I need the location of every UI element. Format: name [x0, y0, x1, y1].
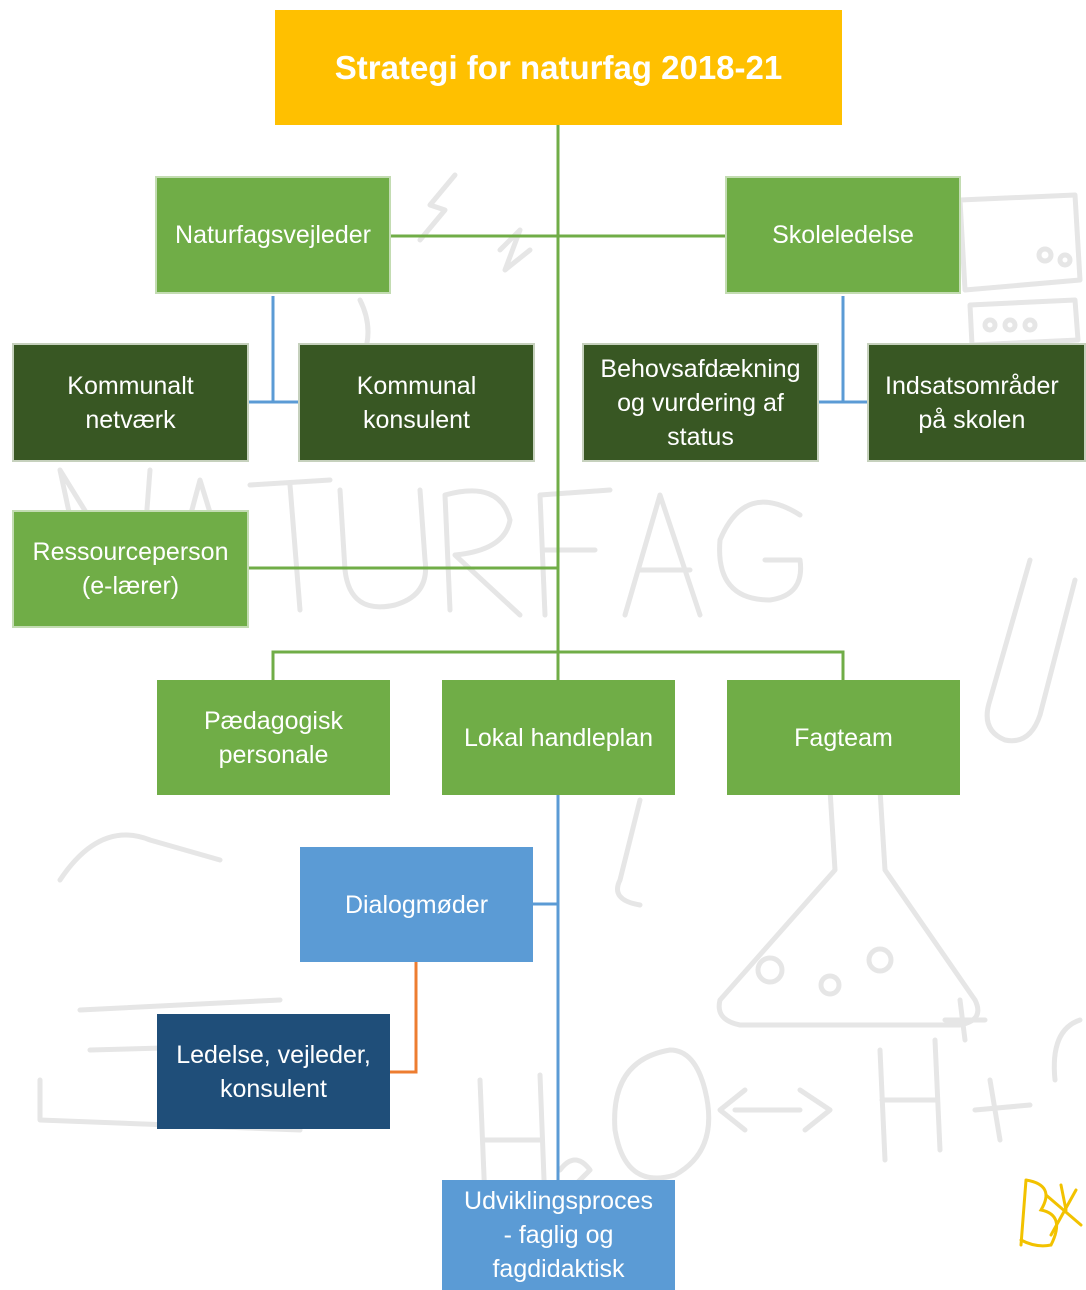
node-ressourceperson: Ressourceperson (e-lærer): [12, 510, 249, 628]
node-label: Pædagogisk personale: [204, 706, 343, 769]
node-fagteam: Fagteam: [727, 680, 960, 795]
node-behovsafdaekning: Behovsafdækning og vurdering af status: [582, 343, 819, 462]
node-label: Fagteam: [794, 723, 893, 752]
node-skoleledelse: Skoleledelse: [725, 176, 961, 294]
node-udviklingsproces: Udviklingsproces - faglig og fagdidaktis…: [442, 1180, 675, 1290]
dialog-child-connector: [390, 962, 418, 1074]
node-lokal-handleplan: Lokal handleplan: [442, 680, 675, 795]
node-label: Ressourceperson (e-lærer): [32, 538, 229, 600]
node-label: Dialogmøder: [344, 890, 489, 919]
node-kommunal-konsulent: Kommunal konsulent: [298, 343, 535, 462]
node-label: Kommunalt netværk: [67, 371, 194, 434]
node-label: Ledelse, vejleder, konsulent: [176, 1040, 371, 1103]
node-label: Udviklingsproces - faglig og fagdidaktis…: [464, 1187, 653, 1283]
title-text: Strategi for naturfag 2018-21: [334, 48, 783, 86]
node-dialogmoeder: Dialogmøder: [300, 847, 533, 962]
node-label: Lokal handleplan: [463, 723, 654, 752]
node-label: Naturfagsvejleder: [175, 221, 371, 249]
node-naturfagsvejleder: Naturfagsvejleder: [155, 176, 391, 294]
node-paedagogisk-personale: Pædagogisk personale: [157, 680, 390, 795]
node-indsatsomraader: Indsatsområder på skolen: [867, 343, 1086, 462]
node-label: Behovsafdækning og vurdering af status: [600, 354, 801, 451]
node-label: Kommunal konsulent: [356, 371, 477, 434]
title-box: Strategi for naturfag 2018-21: [275, 10, 842, 125]
signature-logo: [1019, 1178, 1083, 1248]
node-label: Indsatsområder på skolen: [885, 371, 1059, 434]
level3-connector: [271, 650, 845, 680]
node-kommunalt-netvaerk: Kommunalt netværk: [12, 343, 249, 462]
node-label: Skoleledelse: [772, 221, 914, 249]
node-ledelse-vejleder-konsulent: Ledelse, vejleder, konsulent: [157, 1014, 390, 1129]
